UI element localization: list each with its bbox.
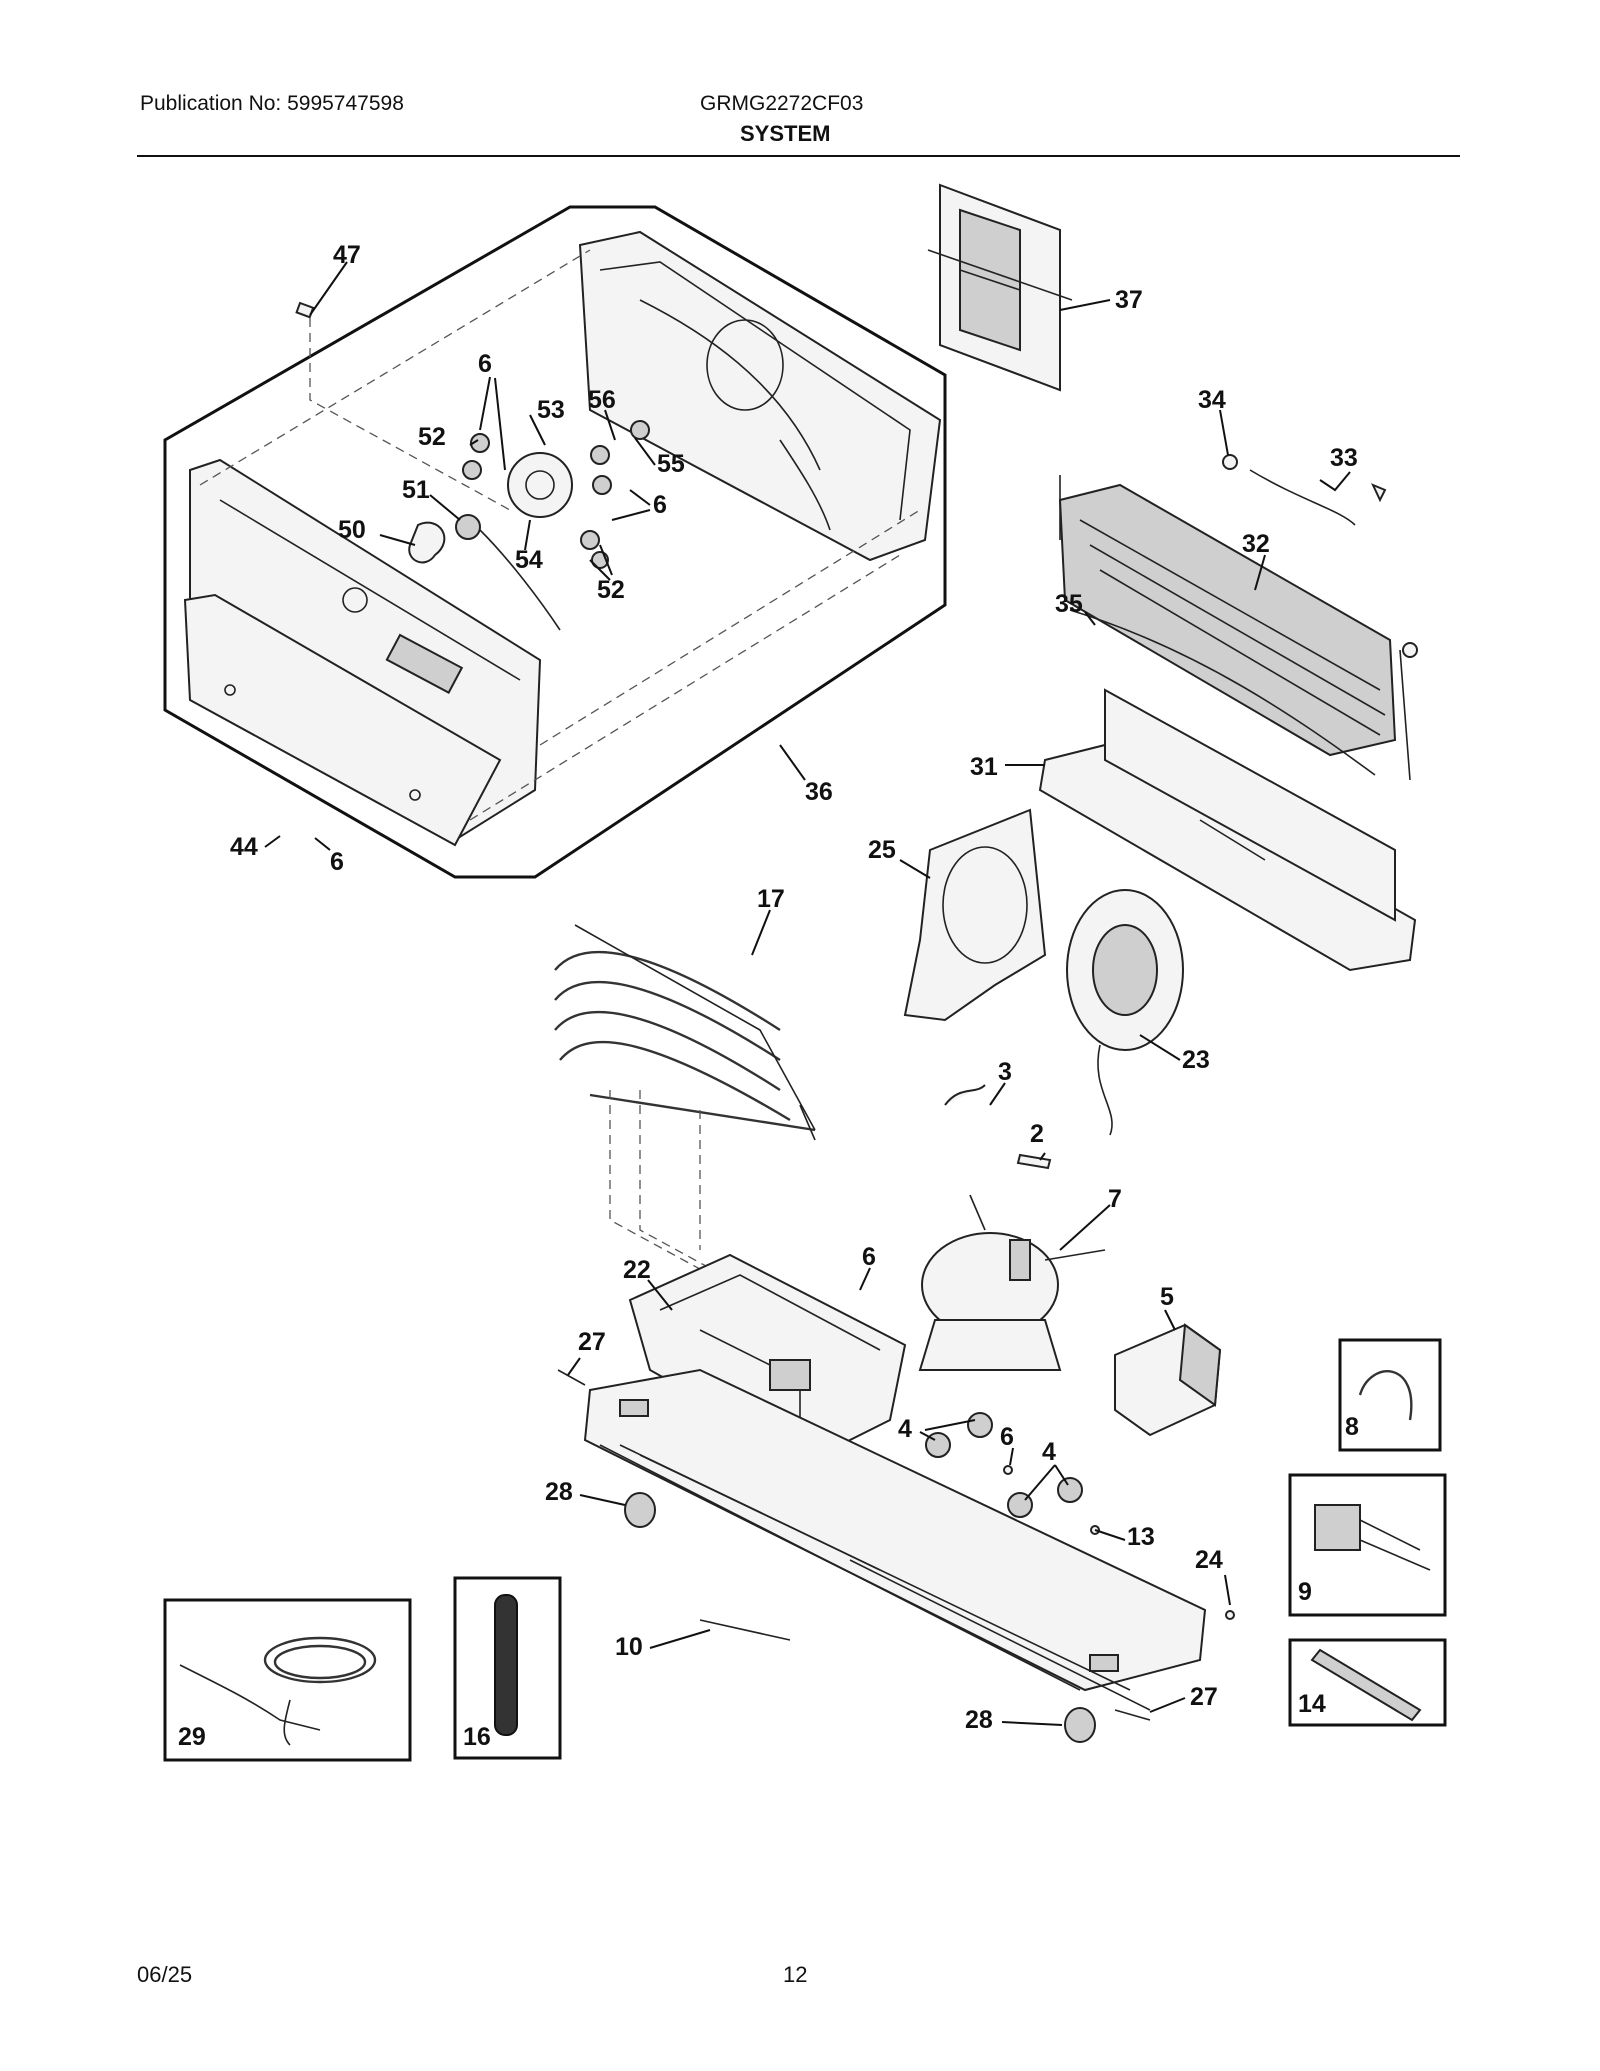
callout-13: 13 (1127, 1523, 1155, 1551)
callout-6: 6 (1000, 1423, 1014, 1451)
callout-6: 6 (478, 350, 492, 378)
evaporator-cover-assembly (163, 205, 947, 879)
rear-duct-panel (578, 230, 942, 562)
callout-53: 53 (537, 396, 565, 424)
callout-22: 22 (623, 1256, 651, 1284)
callout-31: 31 (970, 753, 998, 781)
callout-6: 6 (653, 491, 667, 519)
leader-lines (264, 261, 1351, 1726)
callout-36: 36 (805, 778, 833, 806)
callout-16: 16 (463, 1723, 491, 1751)
callout-23: 23 (1182, 1046, 1210, 1074)
callout-35: 35 (1055, 590, 1083, 618)
publication-number: Publication No: 5995747598 (140, 92, 404, 115)
callout-51: 51 (402, 476, 430, 504)
callout-29: 29 (178, 1723, 206, 1751)
callout-50: 50 (338, 516, 366, 544)
footer-date: 06/25 (137, 1962, 193, 1987)
relay-overload (1114, 1323, 1222, 1437)
callout-10: 10 (615, 1633, 643, 1661)
footer-page-number: 12 (783, 1962, 808, 1987)
compressor (918, 1194, 1106, 1371)
callout-33: 33 (1330, 444, 1358, 472)
callout-3: 3 (998, 1058, 1012, 1086)
callout-17: 17 (757, 885, 785, 913)
callout-4: 4 (898, 1415, 912, 1443)
fan-motor-parts (295, 301, 650, 631)
front-cover-panel (183, 458, 542, 847)
rollers (624, 1492, 1096, 1743)
base-plate (583, 1368, 1207, 1711)
part-33-sensor-harness (1222, 454, 1387, 526)
section-title: SYSTEM (740, 121, 831, 146)
callout-28: 28 (545, 1478, 573, 1506)
callout-27: 27 (1190, 1683, 1218, 1711)
inset-box-8 (1338, 1338, 1442, 1452)
model-number: GRMG2272CF03 (700, 92, 864, 115)
inset-box-29 (163, 1598, 412, 1762)
callout-28: 28 (965, 1706, 993, 1734)
callout-6: 6 (862, 1243, 876, 1271)
evaporator-coil (1058, 475, 1418, 781)
callout-27: 27 (578, 1328, 606, 1356)
callout-44: 44 (230, 833, 258, 861)
callout-25: 25 (868, 836, 896, 864)
callout-labels: 47 6 53 56 52 55 51 6 50 54 52 36 44 6 3… (178, 241, 1359, 1751)
condenser-coil (554, 924, 816, 1291)
callout-37: 37 (1115, 286, 1143, 314)
mounting-tray (628, 1253, 907, 1462)
callout-52: 52 (597, 576, 625, 604)
drain-pan (1038, 688, 1417, 972)
callout-34: 34 (1198, 386, 1226, 414)
callout-5: 5 (1160, 1283, 1174, 1311)
inset-box-14 (1288, 1638, 1447, 1727)
callout-55: 55 (657, 450, 685, 478)
callout-9: 9 (1298, 1578, 1312, 1606)
callout-32: 32 (1242, 530, 1270, 558)
callout-24: 24 (1195, 1546, 1223, 1574)
callout-52: 52 (418, 423, 446, 451)
inset-box-16 (453, 1576, 562, 1760)
callout-4: 4 (1042, 1438, 1056, 1466)
callout-8: 8 (1345, 1413, 1359, 1441)
part-37-vent-frame (927, 183, 1073, 392)
inset-box-9 (1288, 1473, 1447, 1617)
callout-14: 14 (1298, 1690, 1326, 1718)
callout-7: 7 (1108, 1185, 1122, 1213)
assembly-outline (163, 205, 947, 879)
callout-47: 47 (333, 241, 361, 269)
callout-56: 56 (588, 386, 616, 414)
callout-2: 2 (1030, 1120, 1044, 1148)
condenser-fan (1066, 889, 1184, 1136)
callout-54: 54 (515, 546, 543, 574)
callout-6: 6 (330, 848, 344, 876)
header-rule (137, 155, 1460, 157)
fan-shroud (903, 808, 1047, 1022)
